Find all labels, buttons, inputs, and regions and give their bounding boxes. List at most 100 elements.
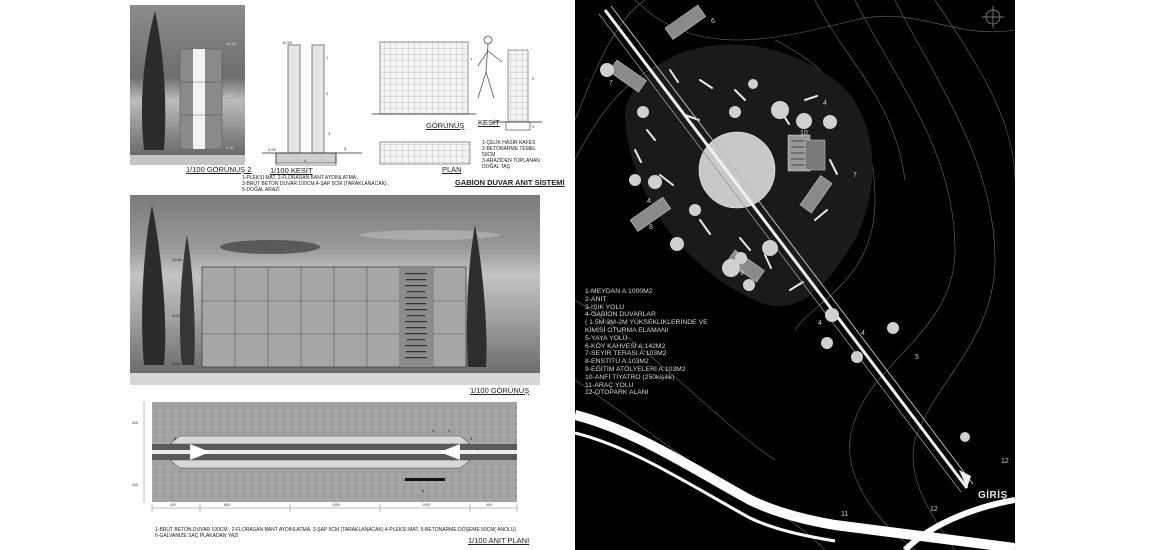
plan-dim-1: 800 [224, 503, 230, 507]
gabion-note-4: 3-ARAZİDEN TOPLANAN [482, 158, 540, 164]
section-caption: 1/100 KESİT [270, 166, 313, 175]
site-num-4c: 4 [861, 330, 865, 337]
plan-wall-top [169, 435, 471, 445]
gabion-panel: 1 2 3 [372, 30, 547, 180]
plan-dim-2: 1000 [332, 503, 340, 507]
elevation-2-caption: 1/100 GÖRÜNÜŞ 2 [186, 165, 252, 174]
gabion-marker-3: 3 [532, 124, 535, 129]
gabion-foundation [505, 121, 531, 131]
site-num-12a: 12 [1001, 458, 1009, 465]
elevation-level-top: 10.50 [172, 257, 183, 262]
section-level-top: 10.50 [282, 40, 293, 45]
legend-item-10: 10-ANFİ TİYATRO (250kişilik) [585, 373, 675, 381]
cypress-tree-left-2 [179, 235, 195, 365]
elevation-ground [130, 373, 540, 385]
plan-dim-6: 400 [132, 421, 138, 425]
elevation-2-panel: 10.50 5.00 0.00 [130, 5, 245, 165]
gabion-note-2: 2-BETONARME TEMEL [482, 146, 536, 152]
gabion-view-label: GÖRÜNÜŞ [426, 121, 465, 130]
gabion-section [507, 49, 529, 123]
section-marker-5: 5 [344, 146, 347, 151]
level-10-50: 10.50 [226, 41, 237, 46]
level-0-00: 0.00 [226, 145, 235, 150]
legend-item-3: 3-IŞIK YOLU [585, 303, 625, 311]
section-notes: 1-PLEKSİ MAT, 2-FLORASAN BANT AYDINLATMA… [242, 175, 389, 193]
gabion-marker-1: 1 [470, 56, 473, 61]
site-plan-panel: 1-MEYDAN A:1000M2 2-ANIT 3-IŞIK YOLU 4-G… [575, 0, 1015, 550]
legend-item-8: 8-ENSTİTÜ A:103M2 [585, 358, 649, 366]
site-legend: 1-MEYDAN A:1000M2 2-ANIT 3-IŞIK YOLU 4-G… [585, 288, 708, 397]
section-marker-4: 4 [304, 158, 307, 163]
site-num-10: 10 [800, 130, 808, 137]
site-num-7a: 7 [609, 80, 613, 87]
plan-dim-5: 400 [486, 503, 492, 507]
seyir-terasi-block [804, 139, 826, 171]
site-num-4b: 4 [818, 320, 822, 327]
gabion-marker-2: 2 [532, 76, 535, 81]
monument-plan-caption: 1/100 ANIT PLANI [468, 536, 530, 545]
section-marker-3: 3 [328, 131, 331, 136]
cypress-tree-right [466, 225, 487, 367]
section-drawing: 10.50 0.00 1 2 3 4 5 [262, 40, 362, 166]
gabion-plan [379, 141, 471, 165]
legend-item-6: 6-KÖY KAHVESİ A:142M2 [585, 342, 666, 350]
plan-marker-6: 6 [422, 488, 425, 493]
plan-dim-7: 400 [132, 483, 138, 487]
legend-item-2: 2-ANIT [585, 295, 607, 303]
legend-item-9: 9-EĞİTİM ATÖLYELERİ A:103M2 [585, 365, 686, 373]
plan-wall-bottom [169, 459, 471, 469]
site-num-9: 9 [740, 270, 744, 277]
section-wall-left [287, 44, 301, 154]
section-level-bottom: 0.00 [268, 147, 277, 152]
gabion-section-label: KESİT [478, 118, 500, 127]
engraved-names-block [400, 267, 433, 367]
elevation-caption: 1/100 GÖRÜNÜŞ [470, 386, 530, 395]
light-band [193, 49, 205, 149]
light-path [603, 9, 969, 489]
section-note-2: 3-BRÜT BETON DUVAR 100CM,4-ŞAP 5CM (TARA… [242, 181, 390, 187]
gabion-note-1: 1-ÇELİK HASIR KAFES [482, 140, 536, 146]
contour-lines [575, 0, 1015, 550]
amphitheater [787, 134, 811, 172]
cypress-tree-left-1 [142, 205, 166, 365]
legend-item-7: 7-SEYİR TERASI A:103M2 [585, 350, 667, 358]
legend-item-1: 1-MEYDAN A:1000M2 [585, 288, 653, 295]
plaza-circle [698, 131, 776, 209]
plan-marker-2: 2 [448, 428, 451, 433]
monument-plan-panel: 800 1000 1000 400 400 400 400 1 2 3 4 5 … [130, 398, 540, 528]
north-arrow [982, 6, 1004, 28]
entrance-label: GİRİŞ [978, 490, 1008, 501]
elevation-level-mid: 5.00 [172, 313, 181, 318]
legend-item-11: 11-ARAÇ YOLU [585, 381, 634, 389]
elevation-drawing: 10.50 5.00 0.00 [130, 195, 540, 385]
plan-marker-5: 5 [174, 436, 177, 441]
pedestrian-path [610, 5, 974, 485]
plan-marker-1: 1 [432, 428, 435, 433]
plan-dim-3: 1000 [422, 503, 430, 507]
legend-item-4a: ( 1.5M-3M-2M YÜKSEKLİKLERİNDE VE [585, 319, 708, 327]
gabion-title: GABİON DUVAR ANIT SİSTEMİ [455, 178, 565, 187]
trees [600, 63, 970, 442]
site-num-8: 8 [649, 224, 653, 231]
plan-light-strip [152, 450, 517, 454]
gabion-notes: 1-ÇELİK HASIR KAFES 2-BETONARME TEMEL 50… [482, 140, 540, 170]
vehicle-road [575, 410, 1015, 550]
site-plan-drawing [575, 0, 1015, 550]
plan-marker-4: 4 [476, 446, 479, 451]
section-panel: 10.50 0.00 1 2 3 4 5 [262, 35, 362, 170]
site-num-4a: 4 [823, 100, 827, 107]
monument-plan-drawing: 800 1000 1000 400 400 400 400 1 2 3 4 5 … [132, 402, 518, 512]
gabion-elevation [379, 41, 469, 115]
elevation-level-bottom: 0.00 [172, 361, 181, 366]
elevation-panel: 10.50 5.00 0.00 [130, 195, 540, 385]
legend-item-5: 5-YAYA YOLU [585, 334, 628, 342]
cypress-tree [141, 11, 166, 150]
site-num-11: 11 [841, 511, 849, 518]
person-figure [477, 35, 503, 99]
gabion-note-5: DOĞAL TAŞ [482, 164, 510, 170]
legend-item-4: 4-GABİON DUVARLAR [585, 311, 656, 319]
site-num-4d: 4 [647, 198, 651, 205]
plan-dim-0: 400 [170, 503, 176, 507]
plan-inscription-plate [405, 478, 445, 481]
elevation-2-drawing: 10.50 5.00 0.00 [130, 5, 245, 165]
